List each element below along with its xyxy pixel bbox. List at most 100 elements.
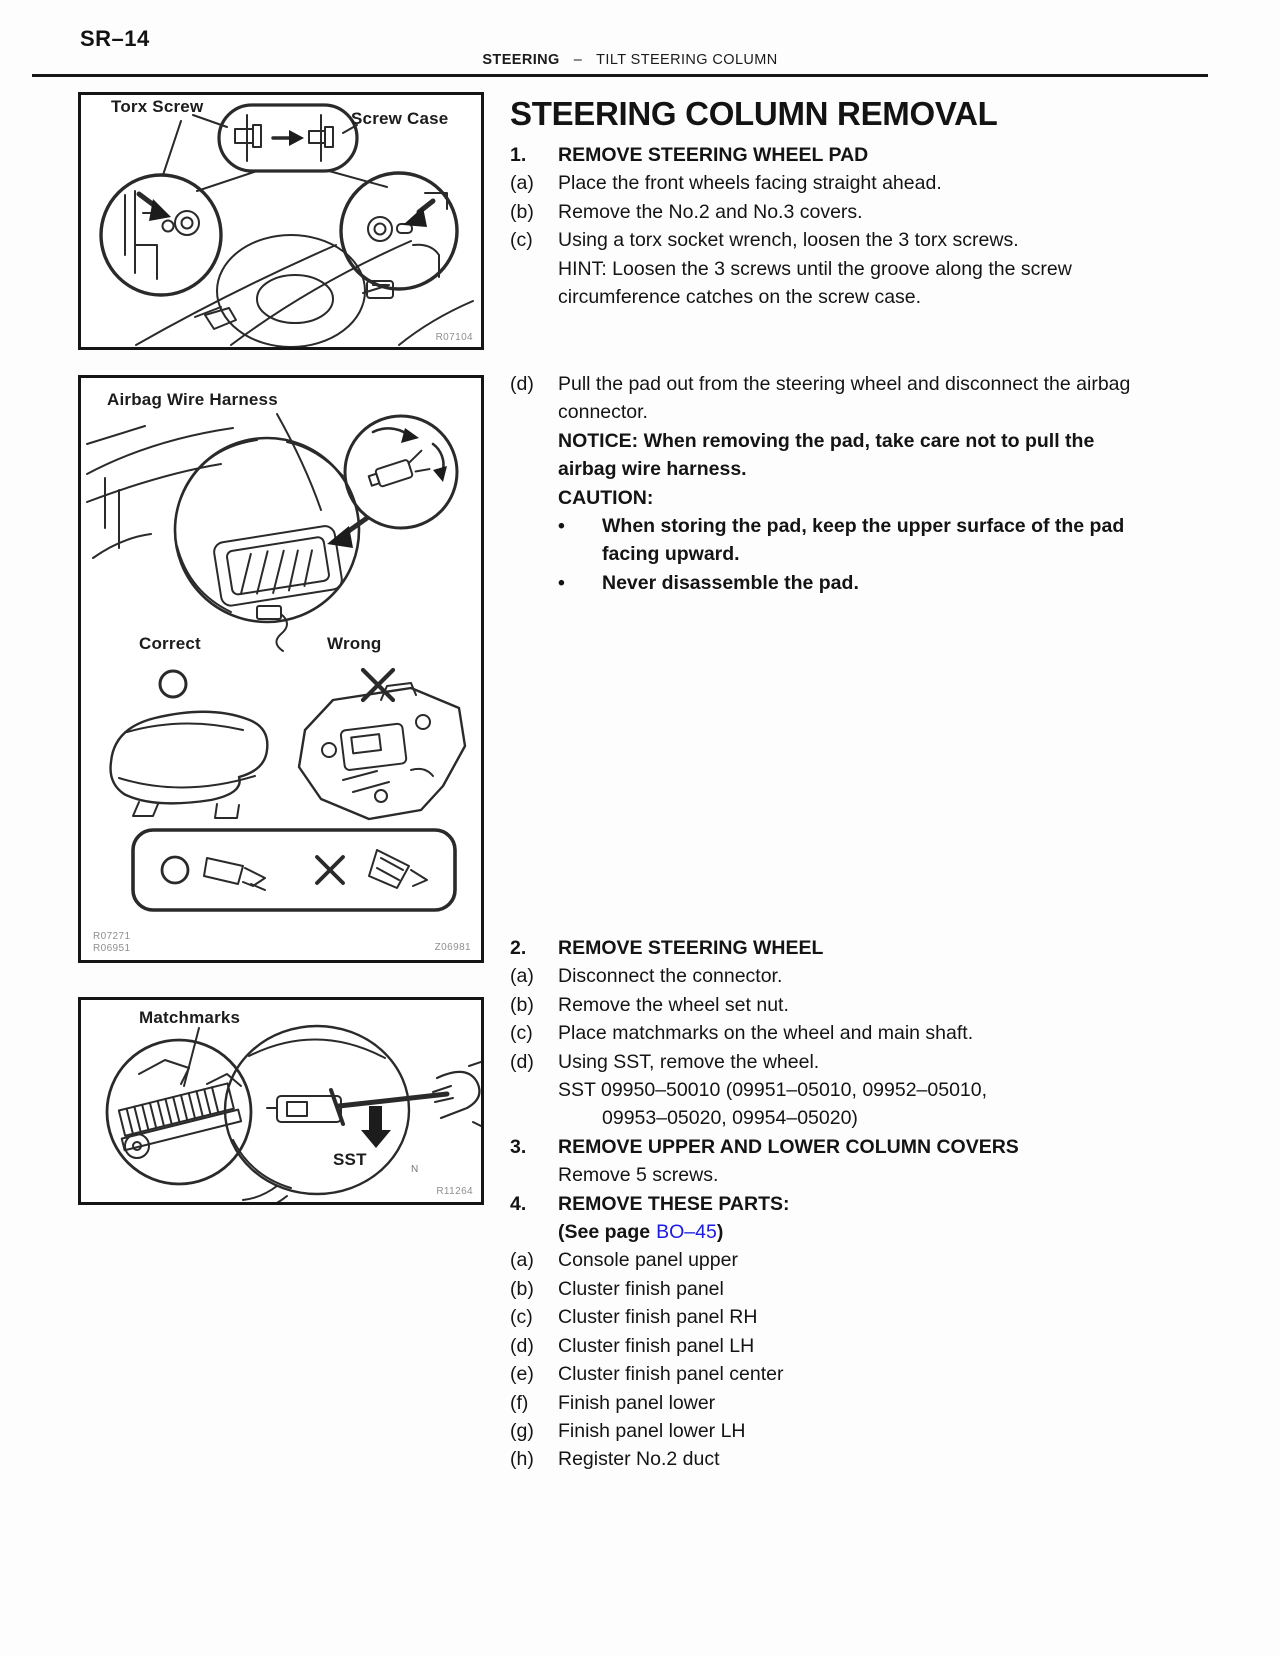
part-item: (e) Cluster finish panel center	[510, 1360, 1150, 1388]
airbag-wire-harness-label: Airbag Wire Harness	[107, 390, 278, 409]
matchmarks-label: Matchmarks	[139, 1008, 241, 1027]
figure-n-mark: N	[411, 1164, 419, 1175]
running-header: STEERING–TILT STEERING COLUMN	[55, 52, 1205, 68]
correct-label: Correct	[139, 634, 201, 653]
step-heading-2: 2. REMOVE STEERING WHEEL	[510, 934, 1150, 962]
caution-heading-text: CAUTION:	[558, 486, 654, 509]
part-label: (h)	[510, 1448, 534, 1471]
procedure-block-1: STEERING COLUMN REMOVAL 1. REMOVE STEERI…	[510, 96, 1150, 311]
step-label: (c)	[510, 1022, 533, 1045]
part-item: (g) Finish panel lower LH	[510, 1417, 1150, 1445]
see-page-link[interactable]: BO–45	[656, 1221, 717, 1244]
curved-arrow-icon	[433, 466, 447, 482]
caution-bullet: • Never disassemble the pad.	[510, 569, 1150, 597]
sst-label: SST	[333, 1150, 367, 1169]
running-header-section: STEERING	[482, 52, 560, 68]
step-label: (a)	[510, 965, 534, 988]
arrow-icon	[327, 526, 353, 548]
part-text: Console panel upper	[558, 1249, 738, 1272]
step-label: (d)	[510, 373, 534, 395]
part-item: (f) Finish panel lower	[510, 1389, 1150, 1417]
step-text: Using a torx socket wrench, loosen the 3…	[558, 229, 1019, 252]
procedure-step: (c) Place matchmarks on the wheel and ma…	[510, 1019, 1150, 1047]
step-label: (a)	[510, 172, 534, 195]
part-label: (b)	[510, 1277, 534, 1300]
caution-bullet: • When storing the pad, keep the upper s…	[510, 512, 1150, 569]
part-item: (b) Cluster finish panel	[510, 1275, 1150, 1303]
step-text: Place the front wheels facing straight a…	[558, 172, 942, 195]
step-label: (d)	[510, 1050, 534, 1073]
part-item: (h) Register No.2 duct	[510, 1445, 1150, 1473]
step-heading-4: 4. REMOVE THESE PARTS:	[510, 1190, 1150, 1218]
step-label: (b)	[510, 200, 534, 223]
step-label: (c)	[510, 229, 533, 252]
running-header-separator: –	[573, 52, 583, 68]
page-title: STEERING COLUMN REMOVAL	[510, 95, 998, 132]
step-heading-text: REMOVE UPPER AND LOWER COLUMN COVERS	[558, 1135, 1019, 1158]
part-text: Cluster finish panel LH	[558, 1334, 755, 1357]
part-text: Register No.2 duct	[558, 1448, 720, 1471]
step-heading-3: 3. REMOVE UPPER AND LOWER COLUMN COVERS	[510, 1133, 1150, 1161]
sst-text: SST 09950–50010 (09951–05010, 09952–0501…	[558, 1079, 988, 1102]
hint-text: HINT: Loosen the 3 screws until the groo…	[558, 257, 1072, 309]
wrong-label: Wrong	[327, 634, 382, 653]
part-text: Cluster finish panel	[558, 1277, 724, 1300]
arrow-icon	[149, 199, 171, 221]
part-label: (a)	[510, 1249, 534, 1272]
procedure-step: (b) Remove the wheel set nut.	[510, 991, 1150, 1019]
procedure-step: (a) Place the front wheels facing straig…	[510, 169, 1150, 197]
step-text: Remove the No.2 and No.3 covers.	[558, 200, 863, 223]
hint-note: HINT: Loosen the 3 screws until the groo…	[510, 255, 1150, 312]
step-note-text: Remove 5 screws.	[558, 1164, 719, 1187]
procedure-block-2: (d) Pull the pad out from the steering w…	[510, 370, 1150, 597]
part-text: Cluster finish panel RH	[558, 1306, 758, 1329]
step-text: Place matchmarks on the wheel and main s…	[558, 1022, 974, 1045]
step-text: Remove the wheel set nut.	[558, 993, 789, 1016]
torx-screw-label: Torx Screw	[111, 97, 204, 116]
sst-line-continuation: 09953–05020, 09954–05020)	[510, 1104, 1150, 1132]
airbag-pad-illustration	[86, 413, 467, 912]
header-rule	[32, 74, 1208, 77]
procedure-step: (b) Remove the No.2 and No.3 covers.	[510, 198, 1150, 226]
figure-matchmarks-sst: Matchmarks SST N R11264	[78, 997, 484, 1205]
step-text: Disconnect the connector.	[558, 965, 783, 988]
step-number: 1.	[510, 144, 527, 166]
step-text: Using SST, remove the wheel.	[558, 1050, 820, 1073]
figure-code: R07104	[435, 332, 473, 343]
bullet-text: Never disassemble the pad.	[602, 571, 859, 594]
arrow-icon	[289, 130, 304, 146]
step-text: Pull the pad out from the steering wheel…	[558, 373, 1131, 424]
procedure-step: (a) Disconnect the connector.	[510, 962, 1150, 990]
step-heading-text: REMOVE STEERING WHEEL PAD	[558, 144, 869, 166]
figure-code: R06951	[93, 943, 131, 954]
page-number: SR–14	[80, 26, 150, 51]
running-header-subsection: TILT STEERING COLUMN	[596, 52, 778, 68]
procedure-step: (d) Using SST, remove the wheel.	[510, 1048, 1150, 1076]
part-label: (f)	[510, 1391, 529, 1414]
figure-airbag-pad: Airbag Wire Harness Correct Wrong R07271…	[78, 375, 484, 963]
see-page-prefix: (See page	[558, 1221, 651, 1244]
step-heading-text: REMOVE STEERING WHEEL	[558, 937, 824, 959]
arrow-icon	[403, 207, 427, 227]
screw-case-label: Screw Case	[351, 109, 449, 128]
notice-text: NOTICE: When removing the pad, take care…	[510, 427, 1150, 484]
part-text: Finish panel lower	[558, 1391, 716, 1414]
bullet-text: When storing the pad, keep the upper sur…	[602, 515, 1125, 566]
part-item: (d) Cluster finish panel LH	[510, 1332, 1150, 1360]
step-number: 2.	[510, 937, 527, 959]
down-arrow-icon	[361, 1106, 391, 1148]
part-item: (a) Console panel upper	[510, 1246, 1150, 1274]
step-number: 3.	[510, 1135, 527, 1158]
figure-code: R07271	[93, 931, 131, 942]
figure-code: Z06981	[434, 942, 471, 953]
step-heading-1: 1. REMOVE STEERING WHEEL PAD	[510, 141, 1150, 169]
part-item: (c) Cluster finish panel RH	[510, 1303, 1150, 1331]
part-text: Cluster finish panel center	[558, 1363, 784, 1386]
see-page-suffix: )	[716, 1221, 724, 1244]
notice-body: NOTICE: When removing the pad, take care…	[558, 429, 1095, 481]
part-label: (g)	[510, 1419, 534, 1442]
bullet-icon: •	[558, 571, 565, 594]
bullet-icon: •	[558, 515, 565, 538]
figure-torx-screws: Torx Screw Screw Case R07104	[78, 92, 484, 350]
procedure-step: (d) Pull the pad out from the steering w…	[510, 370, 1150, 427]
